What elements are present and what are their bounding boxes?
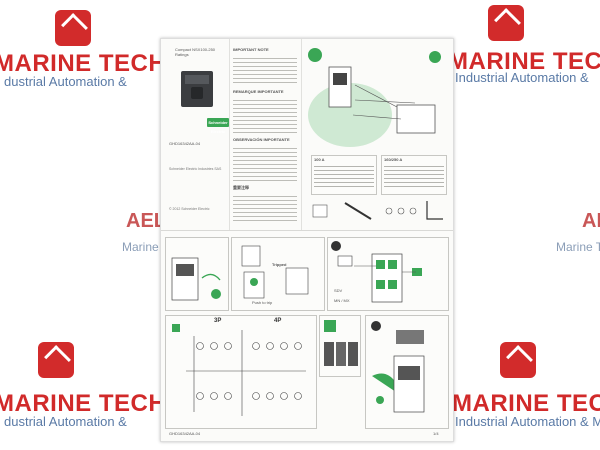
watermark-tagline-right: Industrial Automation & bbox=[455, 70, 589, 85]
four-pole-label: 4P bbox=[274, 318, 282, 324]
step-panel-3: SDV MN / MX bbox=[327, 237, 449, 311]
rating-table-right: 160/250 A bbox=[381, 155, 447, 195]
fold-line-horizontal bbox=[161, 230, 453, 231]
three-pole-label: 3P bbox=[214, 318, 222, 324]
watermark-logo-top-left bbox=[55, 10, 91, 46]
watermark-tagline-bottom-left: dustrial Automation & bbox=[4, 414, 127, 429]
chinese-title: 重要注释 bbox=[233, 185, 249, 190]
instruction-sheet: Compact NSX100-250 Ratings Schneider Ele… bbox=[160, 38, 454, 442]
mounting-panel bbox=[365, 315, 449, 429]
unpacking-illustration bbox=[308, 48, 441, 147]
fold-line-vertical-1 bbox=[229, 39, 230, 230]
page-number: 1/4 bbox=[433, 431, 439, 436]
copyright-text: © 2012 Schneider Electric bbox=[169, 207, 210, 211]
header-text: Compact NSX100-250 Ratings bbox=[175, 47, 216, 57]
watermark-title-right: MARINE TECH PVT bbox=[448, 48, 600, 75]
remarque-title: REMARQUE IMPORTANTE bbox=[233, 89, 284, 94]
watermark-short-title-right: AE bbox=[582, 210, 600, 232]
breaker-sketch-module bbox=[333, 73, 347, 85]
mn-mx-label: MN / MX bbox=[334, 298, 350, 303]
important-note-body bbox=[233, 55, 297, 83]
sdv-label: SDV bbox=[334, 288, 343, 293]
important-note-title: IMPORTANT NOTE bbox=[233, 47, 269, 52]
rating-table-left: 100 A bbox=[311, 155, 377, 195]
watermark-short-title-left: AEL bbox=[126, 210, 166, 232]
watermark-title-bottom-right: MARINE TECH PVT bbox=[452, 390, 600, 417]
tripped-label: Tripped bbox=[272, 262, 287, 267]
watermark-short-sub-right: Marine T bbox=[556, 240, 600, 254]
watermark-logo-bottom-left bbox=[38, 342, 74, 378]
watermark-logo-top-right bbox=[488, 5, 524, 41]
watermark-logo-bottom-right bbox=[500, 342, 536, 378]
fold-line-vertical-2 bbox=[301, 39, 302, 230]
step-panel-2: Tripped Push to trip bbox=[231, 237, 325, 311]
product-photo bbox=[181, 71, 213, 107]
chinese-body bbox=[233, 193, 297, 221]
green-step-badge-2 bbox=[429, 51, 441, 63]
company-block: Schneider Electric Industries SAS bbox=[169, 167, 222, 171]
observacion-title: OBSERVACIÓN IMPORTANTE bbox=[233, 137, 290, 142]
doc-code-bottom: GHD16342AA-04 bbox=[169, 431, 201, 436]
push-to-trip-label: Push to trip bbox=[252, 300, 273, 305]
dimension-panel: 3P 4P bbox=[165, 315, 317, 429]
watermark-tagline-bottom-right: Industrial Automation & M bbox=[455, 414, 600, 429]
step-panel-1 bbox=[165, 237, 229, 311]
box-sketch bbox=[396, 104, 436, 134]
tools-illustration bbox=[312, 201, 443, 220]
green-step-badge-1 bbox=[308, 48, 322, 62]
remarque-body bbox=[233, 97, 297, 133]
accessory-panel bbox=[319, 315, 361, 377]
doc-code-top: GHD16342AA-04 bbox=[169, 141, 201, 146]
observacion-body bbox=[233, 145, 297, 181]
watermark-tagline-left: dustrial Automation & bbox=[4, 74, 127, 89]
schneider-logo: Schneider Electric bbox=[207, 118, 229, 134]
